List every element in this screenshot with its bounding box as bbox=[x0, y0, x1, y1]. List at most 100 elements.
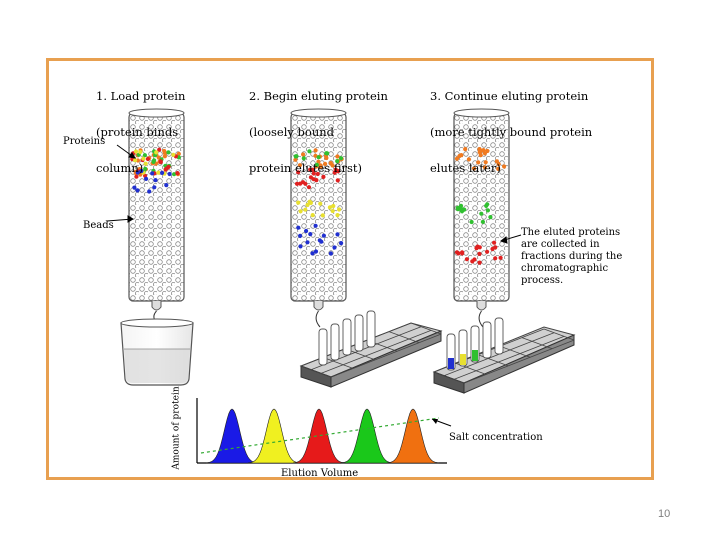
protein-dot bbox=[305, 202, 310, 208]
protein-dot bbox=[471, 166, 477, 171]
protein-dot bbox=[152, 185, 157, 190]
protein-dot bbox=[158, 160, 163, 165]
protein-dot bbox=[485, 249, 490, 254]
protein-dot bbox=[485, 208, 490, 213]
protein-dot bbox=[298, 244, 303, 249]
protein-dot bbox=[171, 152, 176, 157]
slide-number: 10 bbox=[658, 508, 671, 520]
protein-dot bbox=[320, 213, 325, 218]
protein-dot bbox=[307, 199, 312, 204]
step-3-line-2: (more tightly bound protein bbox=[430, 125, 593, 139]
protein-dot bbox=[477, 260, 482, 265]
protein-dot bbox=[310, 213, 315, 218]
protein-dot bbox=[293, 157, 298, 162]
protein-dot bbox=[482, 165, 487, 170]
protein-dot bbox=[466, 157, 471, 162]
protein-dot bbox=[496, 161, 501, 167]
protein-dot bbox=[150, 171, 155, 176]
protein-dot bbox=[162, 154, 167, 159]
protein-dot bbox=[456, 251, 461, 256]
column-1 bbox=[128, 108, 185, 324]
protein-dot bbox=[147, 189, 152, 194]
protein-dot bbox=[143, 166, 148, 171]
protein-dot bbox=[318, 164, 323, 169]
elution-peak bbox=[387, 408, 439, 464]
protein-dot bbox=[337, 207, 342, 212]
tube-fill bbox=[472, 350, 478, 361]
tube-fill bbox=[460, 354, 466, 365]
column-1-proteins bbox=[130, 147, 181, 194]
protein-dot bbox=[479, 211, 484, 216]
protein-dot bbox=[298, 181, 303, 186]
protein-dot bbox=[138, 149, 143, 155]
test-tube bbox=[318, 328, 328, 366]
protein-dot bbox=[298, 233, 303, 238]
protein-dot bbox=[463, 147, 468, 152]
protein-dot bbox=[311, 171, 316, 176]
protein-dot bbox=[133, 149, 139, 154]
protein-dot bbox=[318, 201, 323, 206]
elution-peak bbox=[341, 408, 393, 464]
protein-dot bbox=[297, 163, 302, 168]
protein-dot bbox=[325, 151, 330, 156]
step-1-title: 1. Load protein (protein binds column) bbox=[96, 66, 185, 198]
column-3-proteins bbox=[454, 147, 507, 265]
protein-dot bbox=[301, 156, 306, 161]
protein-dot bbox=[474, 246, 479, 251]
elution-peak bbox=[248, 408, 300, 464]
protein-dot bbox=[328, 161, 333, 166]
protein-dot bbox=[488, 215, 493, 220]
protein-dot bbox=[485, 148, 490, 154]
step-1-line-1: 1. Load protein bbox=[96, 89, 186, 103]
protein-dot bbox=[308, 167, 313, 172]
protein-dot bbox=[335, 154, 340, 159]
protein-dot bbox=[459, 153, 464, 158]
protein-dot bbox=[335, 213, 340, 218]
protein-dot bbox=[176, 151, 181, 156]
protein-dot bbox=[464, 257, 469, 262]
step-3-title: 3. Continue eluting protein (more tightl… bbox=[430, 66, 592, 198]
protein-dot bbox=[133, 158, 138, 163]
protein-dot bbox=[338, 156, 344, 161]
step-2-line-2: (loosely bound bbox=[249, 125, 335, 139]
protein-dot bbox=[331, 203, 336, 209]
protein-dot bbox=[490, 246, 495, 252]
protein-dot bbox=[477, 251, 482, 256]
protein-dot bbox=[328, 251, 333, 256]
protein-dot bbox=[296, 200, 301, 205]
protein-dot bbox=[314, 178, 319, 183]
protein-dot bbox=[296, 170, 301, 175]
protein-dot bbox=[306, 185, 312, 190]
test-tube bbox=[366, 310, 376, 348]
protein-dot bbox=[477, 147, 482, 152]
protein-dot bbox=[321, 174, 326, 179]
protein-dot bbox=[313, 223, 318, 228]
protein-dot bbox=[144, 176, 149, 181]
eluted-proteins-note: The eluted proteins are collected in fra… bbox=[521, 227, 623, 286]
chromatography-diagram bbox=[106, 108, 576, 464]
protein-dot bbox=[172, 172, 177, 177]
protein-dot bbox=[480, 219, 485, 224]
step-2-line-3: protein elutes first) bbox=[249, 161, 363, 175]
protein-dot bbox=[132, 185, 137, 190]
step-2-line-1: 2. Begin eluting protein bbox=[249, 89, 388, 103]
protein-dot bbox=[139, 168, 144, 174]
protein-dot bbox=[305, 240, 310, 245]
protein-dot bbox=[502, 164, 507, 169]
protein-dot bbox=[135, 170, 140, 175]
protein-dot bbox=[469, 219, 474, 225]
protein-dot bbox=[458, 203, 464, 208]
protein-dot bbox=[317, 238, 322, 243]
protein-dot bbox=[492, 240, 497, 245]
protein-dot bbox=[454, 156, 460, 161]
protein-dot bbox=[321, 233, 326, 238]
salt-gradient-line bbox=[200, 417, 440, 454]
y-axis-label: Amount of protein bbox=[171, 386, 182, 470]
proteins-label: Proteins bbox=[63, 136, 106, 147]
protein-dot bbox=[330, 208, 335, 214]
test-tube bbox=[342, 318, 352, 356]
column-3 bbox=[453, 108, 510, 328]
protein-dot bbox=[175, 171, 180, 176]
protein-dot bbox=[483, 160, 488, 165]
tube-fill bbox=[448, 358, 454, 369]
